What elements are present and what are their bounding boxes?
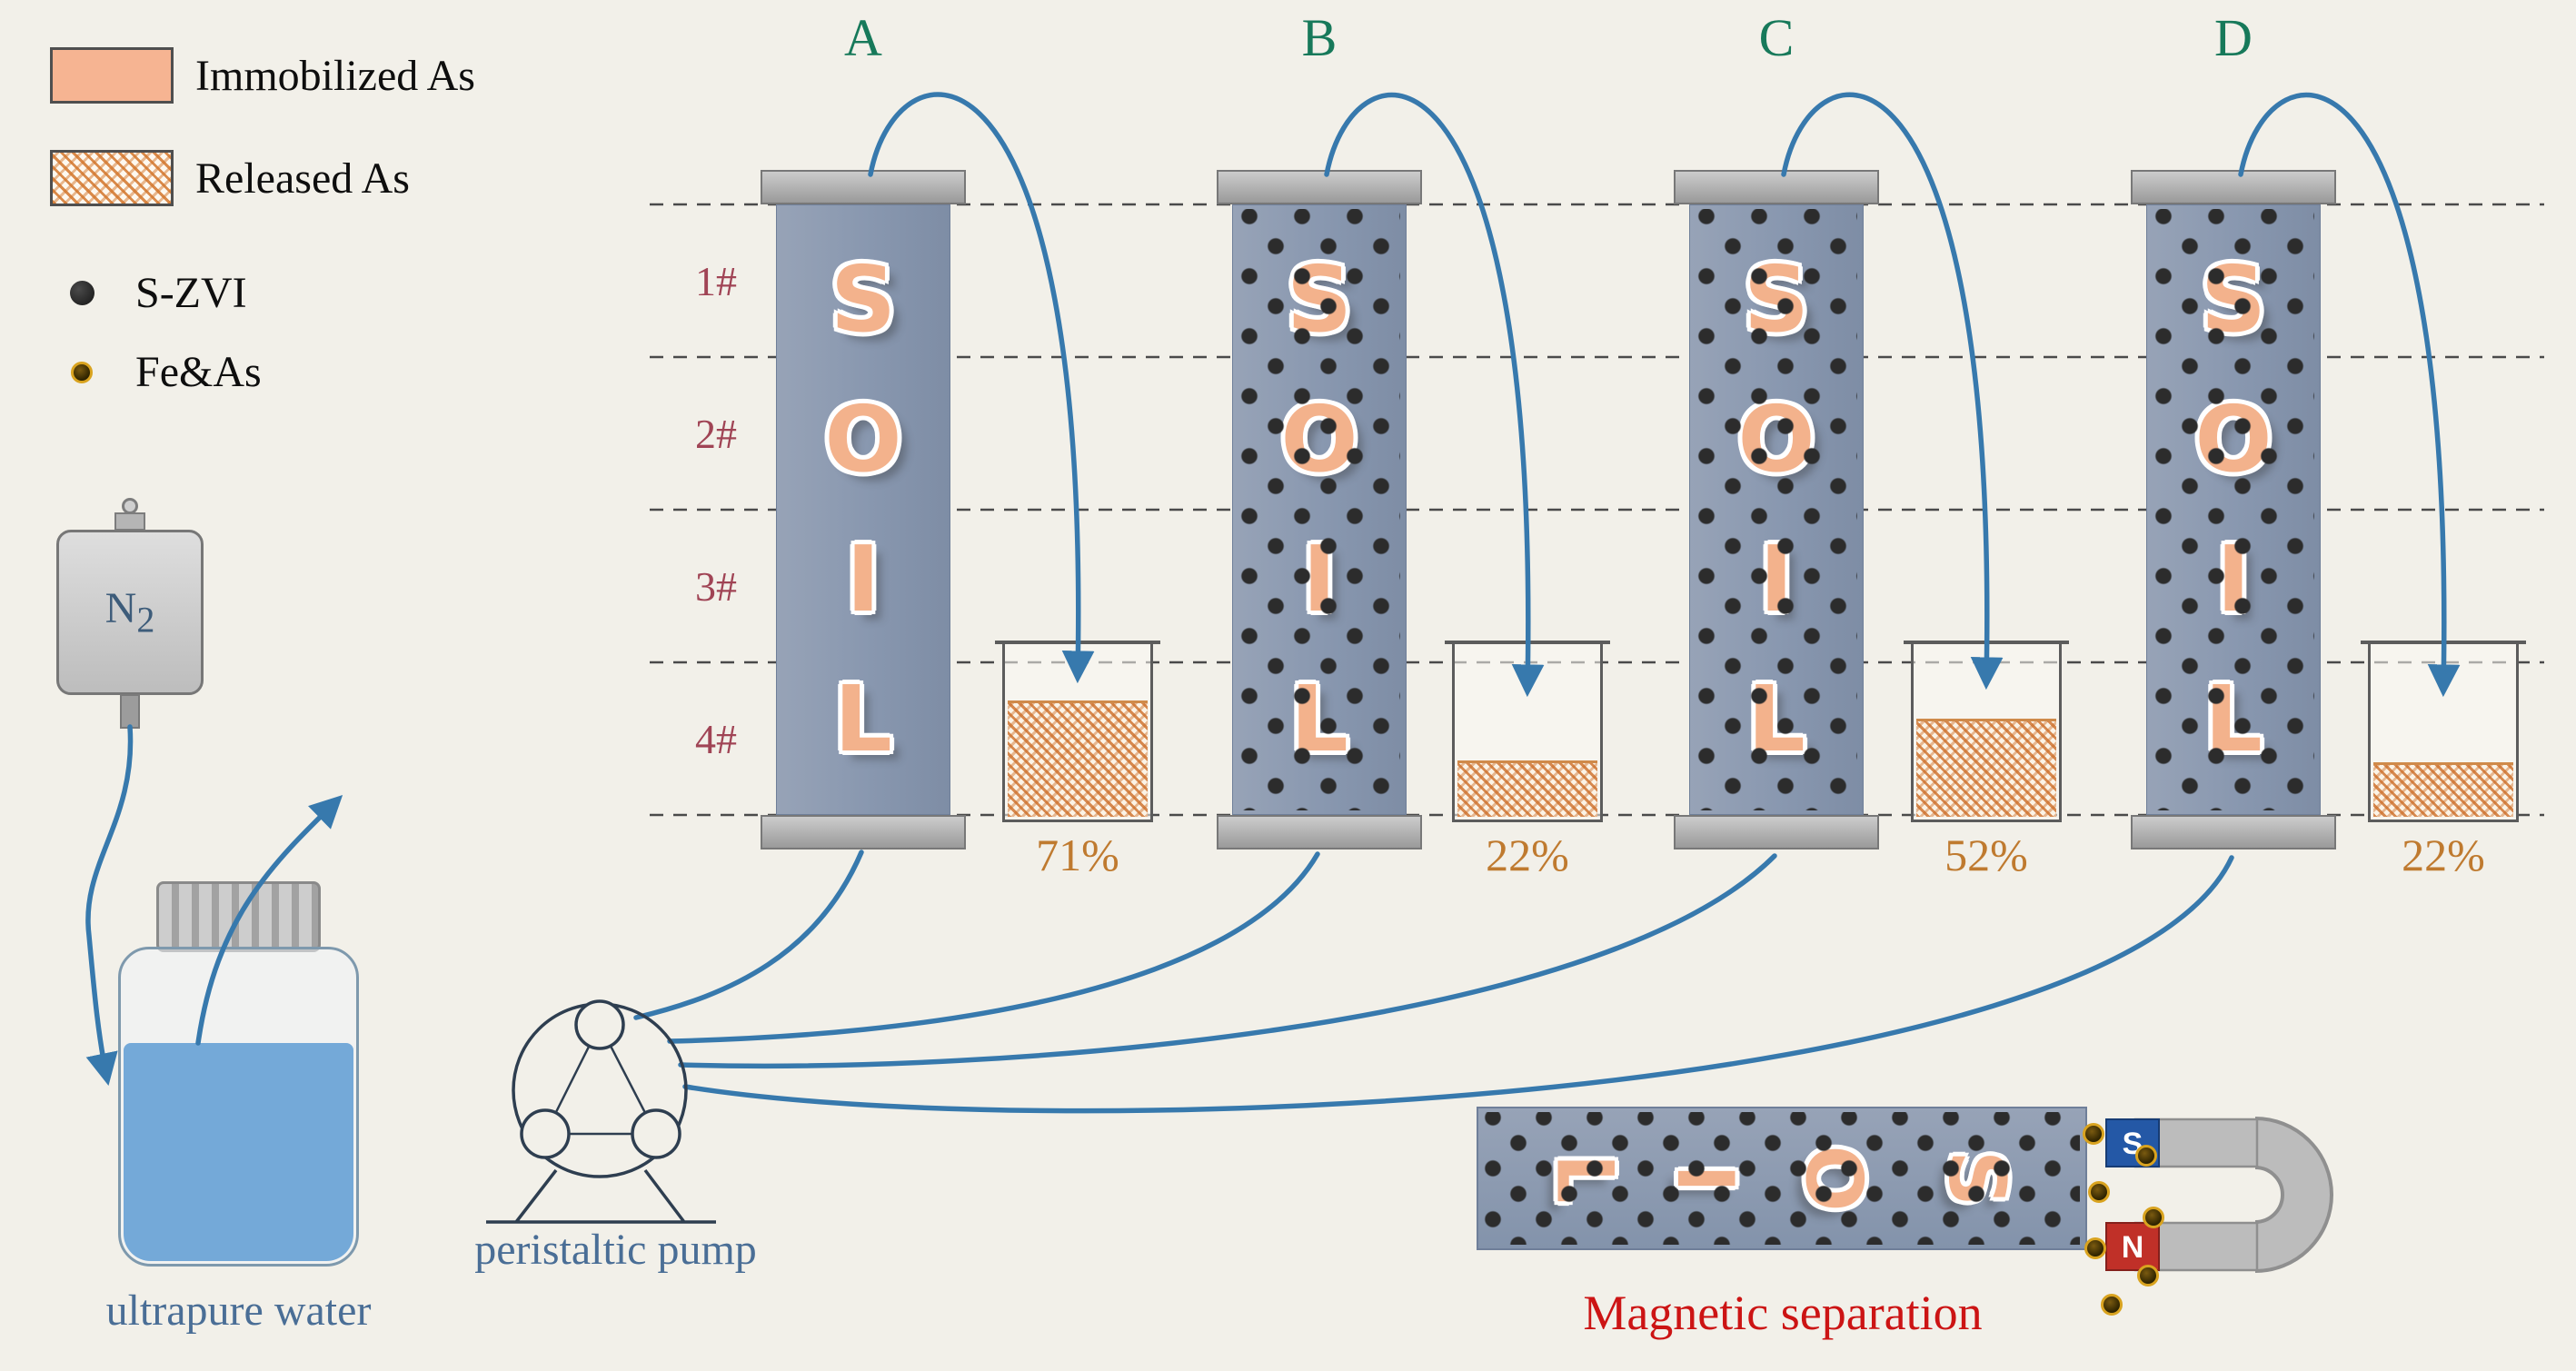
bottle-cap: [156, 881, 321, 952]
soil-column-d: S O I L: [2131, 170, 2336, 849]
effluent-beaker-c: [1904, 641, 2069, 822]
soil-letter: O: [824, 386, 902, 492]
column-label-b: B: [1301, 8, 1338, 67]
soil-column-c: S O I L: [1674, 170, 1879, 849]
pump-roller-left: [520, 1108, 571, 1159]
tube-pump-to-column-b: [667, 851, 1320, 1044]
released-as-swatch: [50, 150, 174, 206]
fe-as-particle: [2084, 1237, 2106, 1259]
pump-rotor-frame: [542, 1022, 659, 1136]
s-zvi-particle-icon: [69, 281, 94, 305]
soil-column-a: S O I L: [761, 170, 966, 849]
s-zvi-dots-overlay: [1238, 209, 1400, 810]
column-cap-bottom: [1217, 815, 1422, 849]
recovery-percent-a: 71%: [1036, 830, 1119, 880]
legend-label: Released As: [195, 154, 410, 203]
peristaltic-pump: [486, 999, 716, 1224]
tube-pump-to-column-a: [633, 849, 864, 1020]
fe-as-particle: [2143, 1207, 2164, 1228]
column-body: S O I L: [2146, 204, 2321, 815]
horseshoe-magnet-icon: S N: [2105, 1117, 2333, 1273]
s-zvi-dots-overlay: [1696, 209, 1857, 810]
pump-roller-top: [574, 999, 625, 1050]
depth-label-3: 3#: [695, 563, 737, 610]
legend-label: Fe&As: [135, 348, 262, 396]
pump-roller-right: [631, 1108, 681, 1159]
column-body: S O I L: [1689, 204, 1864, 815]
column-cap-top: [1217, 170, 1422, 204]
column-cap-top: [761, 170, 966, 204]
fe-as-particle: [2137, 1265, 2159, 1287]
depth-label-2: 2#: [695, 411, 737, 457]
column-cap-top: [2131, 170, 2336, 204]
magnet-arc: [2253, 1120, 2330, 1269]
recovery-percent-c: 52%: [1944, 830, 2028, 880]
effluent-beaker-d: [2361, 641, 2526, 822]
recovery-percent-d: 22%: [2402, 830, 2485, 880]
depth-label-4: 4#: [695, 716, 737, 762]
pump-housing: [512, 1002, 688, 1178]
legend-item-feas: Fe&As: [50, 347, 262, 397]
fe-as-particle: [2101, 1294, 2123, 1316]
tube-pump-to-column-d: [682, 855, 2234, 1114]
s-zvi-dots-overlay: [1484, 1112, 2080, 1245]
soil-column-b: S O I L: [1217, 170, 1422, 849]
legend-item-released: Released As: [50, 150, 410, 206]
ultrapure-water-label: ultrapure water: [105, 1287, 372, 1335]
column-cap-bottom: [2131, 815, 2336, 849]
s-zvi-dots-overlay: [2153, 209, 2314, 810]
beaker-liquid: [1457, 760, 1597, 817]
legend-item-szvi: S-ZVI: [50, 268, 247, 318]
magnetic-separation-label: Magnetic separation: [1583, 1286, 1983, 1340]
water-fill: [124, 1043, 353, 1261]
pump-stand: [486, 1168, 716, 1224]
column-cap-bottom: [761, 815, 966, 849]
legend-item-immobilized: Immobilized As: [50, 47, 475, 104]
fe-as-particle: [2135, 1145, 2157, 1167]
depth-label-1: 1#: [695, 258, 737, 304]
fe-as-particle: [2083, 1123, 2104, 1145]
beaker-liquid: [2373, 762, 2513, 817]
n2-label: N2: [105, 583, 155, 641]
magnet-pole-n: [2105, 1222, 2160, 1271]
n2-gas-box: N2: [56, 530, 204, 695]
water-bottle: [118, 947, 359, 1267]
beaker-liquid: [1916, 719, 2056, 817]
immobilized-as-swatch: [50, 47, 174, 104]
column-cap-top: [1674, 170, 1879, 204]
magnet-pole-n-label: N: [2122, 1230, 2144, 1265]
column-label-c: C: [1758, 8, 1795, 67]
legend-label: Immobilized As: [195, 51, 475, 100]
column-label-a: A: [844, 8, 882, 67]
soil-word: S O I L: [777, 205, 950, 814]
legend-label: S-ZVI: [135, 269, 247, 317]
szvi-dot-slot: [50, 281, 114, 305]
column-body: S O I L: [776, 204, 950, 815]
soil-letter: I: [846, 526, 880, 632]
beaker-liquid: [1008, 700, 1148, 817]
recovery-percent-b: 22%: [1486, 830, 1569, 880]
fe-as-particle-icon: [71, 361, 93, 383]
gas-nozzle: [120, 694, 140, 729]
effluent-beaker-b: [1445, 641, 1610, 822]
magnetic-separation-bar: L I O S: [1477, 1107, 2087, 1250]
soil-letter: S: [830, 246, 897, 353]
n2-symbol: N: [104, 584, 137, 633]
peristaltic-pump-label: peristaltic pump: [474, 1226, 757, 1274]
column-cap-bottom: [1674, 815, 1879, 849]
feas-dot-slot: [50, 361, 114, 383]
n2-subscript: 2: [136, 599, 155, 641]
column-body: S O I L: [1232, 204, 1407, 815]
soil-letter: L: [834, 666, 892, 772]
effluent-beaker-a: [995, 641, 1160, 822]
column-label-d: D: [2214, 8, 2253, 67]
gas-valve-knob: [114, 512, 145, 531]
tube-pump-to-column-c: [678, 853, 1777, 1069]
fe-as-particle: [2088, 1181, 2110, 1203]
